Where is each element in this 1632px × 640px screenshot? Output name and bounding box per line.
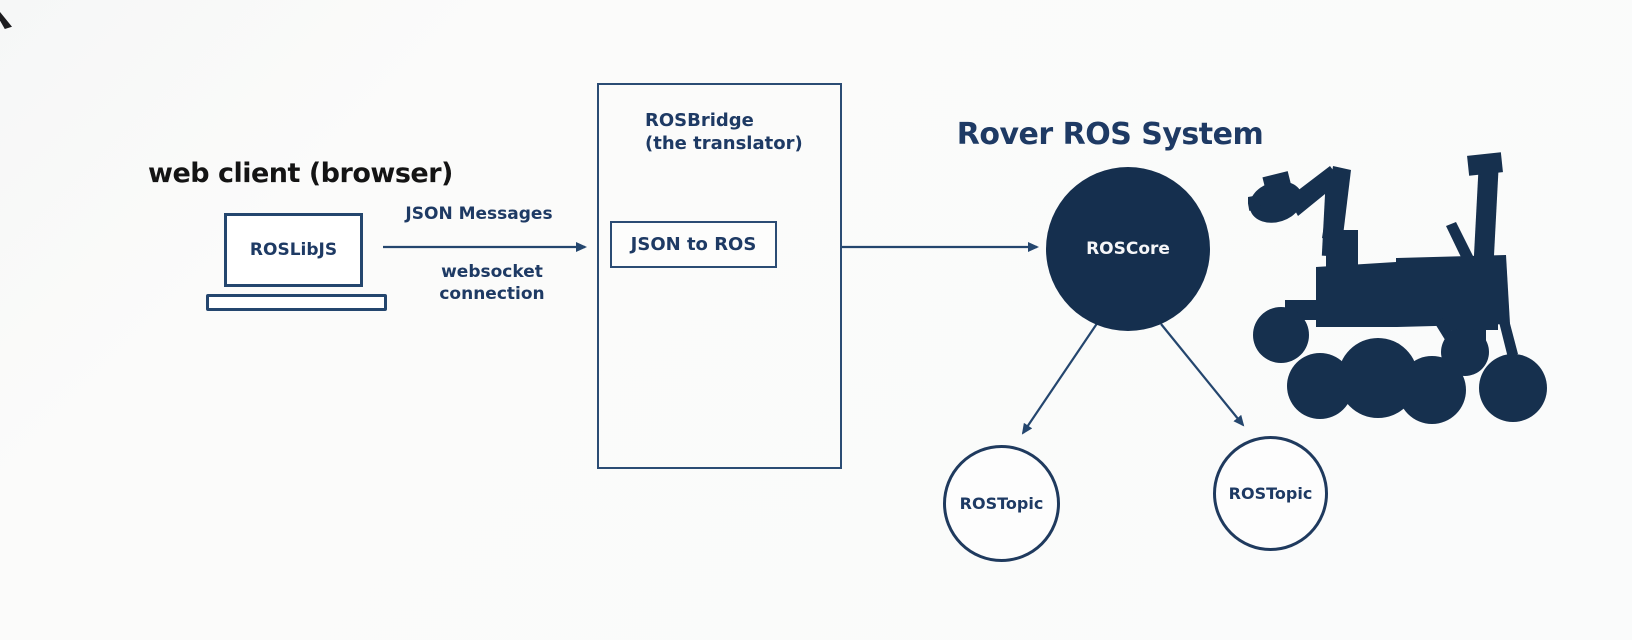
websocket-line1: websocket xyxy=(441,262,543,282)
arrow-core-to-topic-right xyxy=(1160,323,1245,427)
laptop-base xyxy=(206,294,387,311)
rosbridge-title: ROSBridge (the translator) xyxy=(645,109,803,155)
rosbridge-title-line1: ROSBridge xyxy=(645,110,754,131)
rosbridge-title-line2: (the translator) xyxy=(645,133,803,154)
rover-silhouette-icon xyxy=(1248,152,1547,424)
json-to-ros-label: JSON to ROS xyxy=(630,234,757,255)
roslibjs-label: ROSLibJS xyxy=(249,240,338,260)
laptop-screen: ROSLibJS xyxy=(224,213,363,287)
rosbridge-box: ROSBridge (the translator) JSON to ROS xyxy=(597,83,842,469)
rostopic-node-right: ROSTopic xyxy=(1213,436,1328,551)
web-client-title: web client (browser) xyxy=(148,158,453,189)
arrow-core-to-topic-left xyxy=(1021,321,1099,435)
rostopic-node-left: ROSTopic xyxy=(943,445,1060,562)
rostopic-right-label: ROSTopic xyxy=(1228,484,1313,503)
roscore-label: ROSCore xyxy=(1086,239,1170,259)
websocket-connection-label: websocket connection xyxy=(412,261,572,305)
rostopic-left-label: ROSTopic xyxy=(959,494,1044,513)
json-to-ros-box: JSON to ROS xyxy=(610,221,777,268)
websocket-line2: connection xyxy=(439,284,545,304)
json-messages-label: JSON Messages xyxy=(405,204,553,224)
rover-ros-system-title: Rover ROS System xyxy=(956,117,1264,152)
roscore-node: ROSCore xyxy=(1046,167,1210,331)
